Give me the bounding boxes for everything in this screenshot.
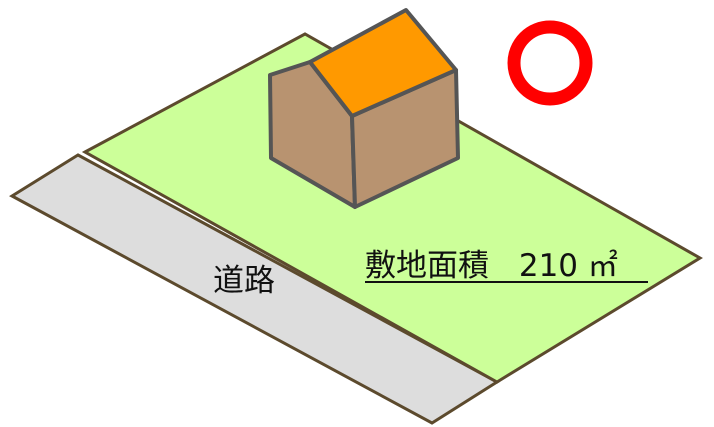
lot-area bbox=[81, 32, 703, 384]
site-area-unit: ㎡ bbox=[588, 249, 618, 284]
ok-circle-icon bbox=[507, 20, 593, 106]
site-area-value: 210 bbox=[519, 248, 578, 284]
svg-text:敷地面積 210 ㎡: 敷地面積 210 ㎡ bbox=[365, 248, 618, 284]
site-area-title: 敷地面積 bbox=[365, 248, 489, 284]
road-label: 道路 bbox=[213, 263, 275, 299]
house-roof bbox=[308, 8, 458, 118]
house bbox=[268, 8, 460, 209]
road-area bbox=[9, 153, 500, 425]
site-area-label: 敷地面積 210 ㎡ bbox=[365, 248, 648, 284]
